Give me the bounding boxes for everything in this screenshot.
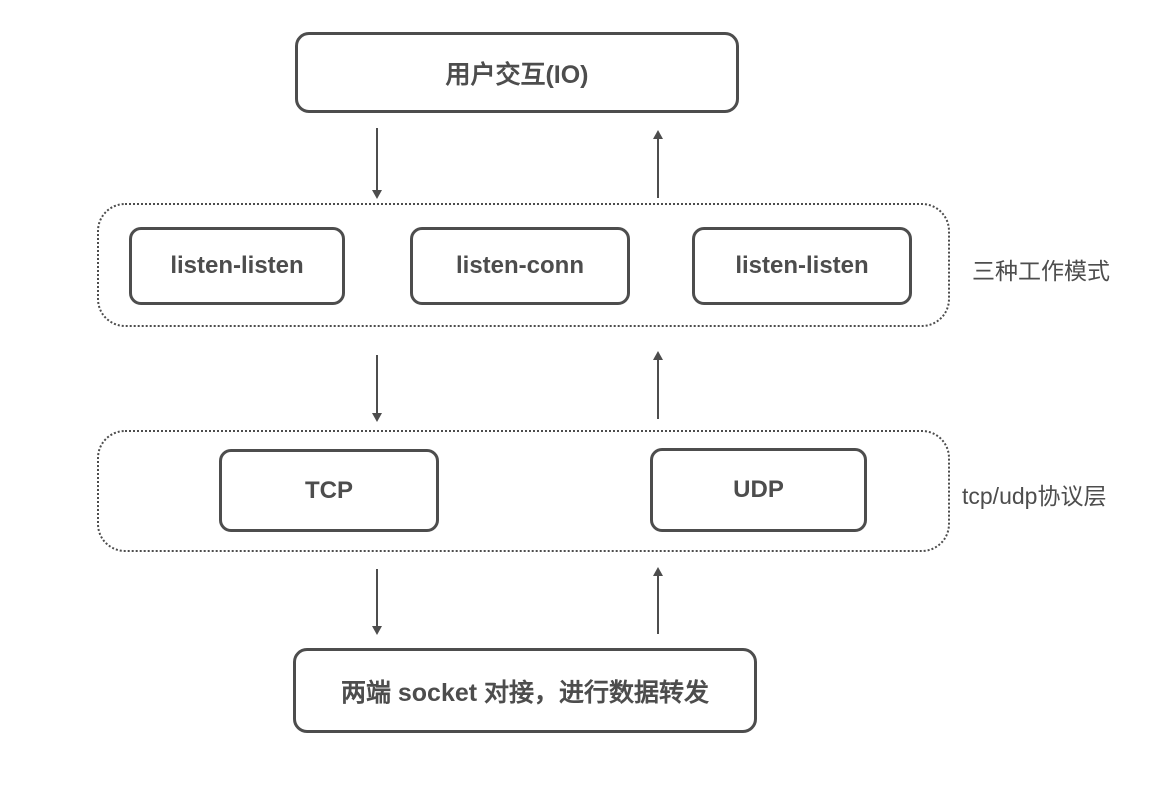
arrow-head: [372, 626, 382, 635]
arrow-down-io-to-modes-icon: [372, 128, 382, 199]
arrow-shaft: [657, 137, 659, 198]
work-modes-annotation: 三种工作模式: [972, 258, 1110, 284]
node-socket-bridge: 两端 socket 对接，进行数据转发: [293, 648, 757, 733]
node-udp: UDP: [650, 448, 867, 532]
arrow-head: [653, 567, 663, 576]
arrow-up-protocol-to-modes-icon: [653, 351, 663, 419]
node-listen-listen-1: listen-listen: [129, 227, 345, 305]
node-user-io: 用户交互(IO): [295, 32, 739, 113]
node-listen-listen-1-label: listen-listen: [170, 252, 304, 279]
protocol-layer-annotation: tcp/udp协议层: [962, 483, 1107, 509]
arrow-shaft: [657, 574, 659, 634]
arrow-shaft: [376, 355, 378, 415]
node-tcp: TCP: [219, 449, 439, 532]
group-work-modes: listen-listen listen-conn listen-listen: [97, 203, 950, 327]
node-tcp-label: TCP: [305, 476, 353, 504]
arrow-head: [372, 190, 382, 199]
group-protocol-layer: TCP UDP: [97, 430, 950, 552]
arrow-down-modes-to-protocol-icon: [372, 355, 382, 422]
arrow-head: [653, 130, 663, 139]
node-user-io-label: 用户交互(IO): [445, 60, 589, 89]
arrow-down-protocol-to-socket-icon: [372, 569, 382, 635]
arrow-shaft: [376, 569, 378, 628]
arrow-up-socket-to-protocol-icon: [653, 567, 663, 634]
node-listen-conn: listen-conn: [410, 227, 630, 305]
node-socket-bridge-label: 两端 socket 对接，进行数据转发: [340, 678, 710, 707]
arrow-shaft: [376, 128, 378, 192]
node-udp-label: UDP: [733, 476, 784, 503]
arrow-up-modes-to-io-icon: [653, 130, 663, 198]
node-listen-listen-2: listen-listen: [692, 227, 912, 305]
arrow-shaft: [657, 358, 659, 419]
node-listen-conn-label: listen-conn: [455, 252, 584, 279]
arrow-head: [653, 351, 663, 360]
arrow-head: [372, 413, 382, 422]
node-listen-listen-2-label: listen-listen: [735, 252, 869, 279]
